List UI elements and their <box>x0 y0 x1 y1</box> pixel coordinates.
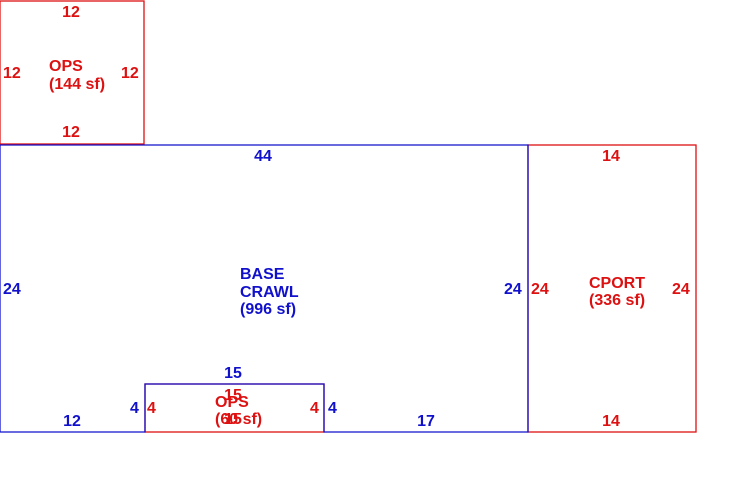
ops-bottom-dim-bottom: 15 <box>224 411 242 428</box>
base-dim-notch-top: 15 <box>224 365 242 382</box>
ops-top-outline <box>0 0 145 145</box>
ops-top-dim-left: 12 <box>3 65 21 82</box>
base-dim-left: 24 <box>3 281 21 298</box>
base-dim-notch-left: 4 <box>130 400 139 417</box>
ops-bottom-dim-top: 15 <box>224 387 242 404</box>
ops-top-dim-right: 12 <box>121 65 139 82</box>
ops-top-area: (144 sf) <box>49 76 105 93</box>
base-crawl-outline <box>0 144 529 433</box>
cport-area: (336 sf) <box>589 292 645 309</box>
ops-bottom-area: (60 sf) <box>215 411 262 428</box>
ops-bottom-dim-right: 4 <box>310 400 319 417</box>
cport-name: CPORT <box>589 275 645 292</box>
base-dim-bottom-right: 17 <box>417 413 435 430</box>
cport-dim-right: 24 <box>672 281 690 298</box>
base-name-line2: CRAWL <box>240 284 299 301</box>
cport-dim-top: 14 <box>602 148 620 165</box>
base-dim-bottom-left: 12 <box>63 413 81 430</box>
base-name-line1: BASE <box>240 266 285 283</box>
ops-top-dim-bottom: 12 <box>62 124 80 141</box>
base-dim-right: 24 <box>504 281 522 298</box>
base-dim-top: 44 <box>254 148 272 165</box>
ops-top-name: OPS <box>49 58 83 75</box>
ops-top-dim-top: 12 <box>62 4 80 21</box>
ops-bottom-name: OPS <box>215 394 249 411</box>
ops-bottom-dim-left: 4 <box>147 400 156 417</box>
base-area: (996 sf) <box>240 301 296 318</box>
cport-dim-left: 24 <box>531 281 549 298</box>
cport-dim-bottom: 14 <box>602 413 620 430</box>
base-dim-notch-right: 4 <box>328 400 337 417</box>
